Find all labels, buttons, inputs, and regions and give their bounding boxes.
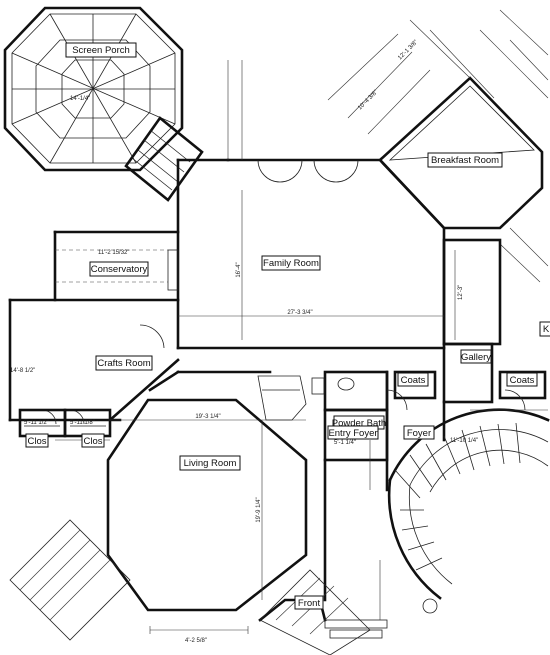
label-screen-porch: Screen Porch <box>65 42 137 58</box>
label-family-room: Family Room <box>261 255 321 271</box>
svg-text:11'-2 15/32": 11'-2 15/32" <box>98 250 130 256</box>
screen-porch-area <box>3 6 184 172</box>
bath-fixtures <box>311 377 355 395</box>
svg-text:Coats: Coats <box>401 375 426 386</box>
svg-text:12'-1 3/8": 12'-1 3/8" <box>397 39 419 61</box>
fireplace <box>257 375 307 421</box>
label-clos-2: Clos <box>81 433 105 448</box>
label-edge-k: K <box>539 321 550 337</box>
dimension-texts: 27'-3 3/4" 16'-4" 19'-3 1/4" 19'-9 1/4" … <box>10 39 478 644</box>
svg-text:5'-11 1/2": 5'-11 1/2" <box>24 420 49 426</box>
main-walls <box>8 158 547 622</box>
label-breakfast-room: Breakfast Room <box>427 152 503 168</box>
svg-text:Breakfast Room: Breakfast Room <box>431 155 499 166</box>
svg-text:Foyer: Foyer <box>407 428 431 439</box>
svg-text:Front: Front <box>298 598 321 609</box>
svg-text:Conservatory: Conservatory <box>91 264 148 275</box>
svg-text:27'-3 3/4": 27'-3 3/4" <box>287 310 312 316</box>
lower-decks <box>9 519 388 655</box>
svg-text:14'-8 1/2": 14'-8 1/2" <box>10 368 35 374</box>
svg-text:4'-2 5/8": 4'-2 5/8" <box>185 638 207 644</box>
room-labels: Screen Porch Breakfast Room Conservatory… <box>25 42 550 610</box>
svg-text:16'-4": 16'-4" <box>236 262 242 277</box>
svg-text:Powder Bath: Powder Bath <box>332 418 386 429</box>
svg-text:11'-10 1/4": 11'-10 1/4" <box>450 438 478 444</box>
svg-text:Screen Porch: Screen Porch <box>72 45 130 56</box>
svg-text:10'-4 3/8": 10'-4 3/8" <box>357 89 379 111</box>
conservatory-details <box>55 249 179 291</box>
spiral-stair <box>387 408 550 614</box>
svg-text:14'-1/4": 14'-1/4" <box>70 96 90 102</box>
label-clos-1: Clos <box>25 433 49 448</box>
label-gallery: Gallery <box>460 349 492 364</box>
svg-text:Gallery: Gallery <box>461 352 491 363</box>
svg-text:5'-11 1/8": 5'-11 1/8" <box>70 420 95 426</box>
label-front: Front <box>294 595 324 610</box>
label-coats-2: Coats <box>506 372 538 387</box>
label-crafts-room: Crafts Room <box>95 355 153 371</box>
dimension-lines <box>55 60 548 634</box>
label-conservatory: Conservatory <box>89 261 149 277</box>
svg-text:Crafts Room: Crafts Room <box>97 358 150 369</box>
label-foyer: Foyer <box>403 425 435 440</box>
svg-text:K: K <box>543 324 550 335</box>
svg-text:Family Room: Family Room <box>263 258 319 269</box>
svg-text:Entry Foyer: Entry Foyer <box>328 428 377 439</box>
svg-text:5'-1 1/4": 5'-1 1/4" <box>334 440 356 446</box>
svg-text:19'-3 1/4": 19'-3 1/4" <box>195 414 220 420</box>
breakfast-room-area <box>327 9 549 283</box>
svg-text:19'-9 1/4": 19'-9 1/4" <box>256 497 262 522</box>
door-swings <box>41 159 526 425</box>
label-entry-foyer: Entry Foyer <box>327 425 379 440</box>
label-coats-1: Coats <box>397 372 429 387</box>
svg-text:12'-3": 12'-3" <box>458 285 464 300</box>
svg-text:Coats: Coats <box>510 375 535 386</box>
svg-text:Clos: Clos <box>83 436 102 447</box>
svg-text:Clos: Clos <box>27 436 46 447</box>
label-living-room: Living Room <box>179 455 241 471</box>
svg-text:Living Room: Living Room <box>184 458 237 469</box>
